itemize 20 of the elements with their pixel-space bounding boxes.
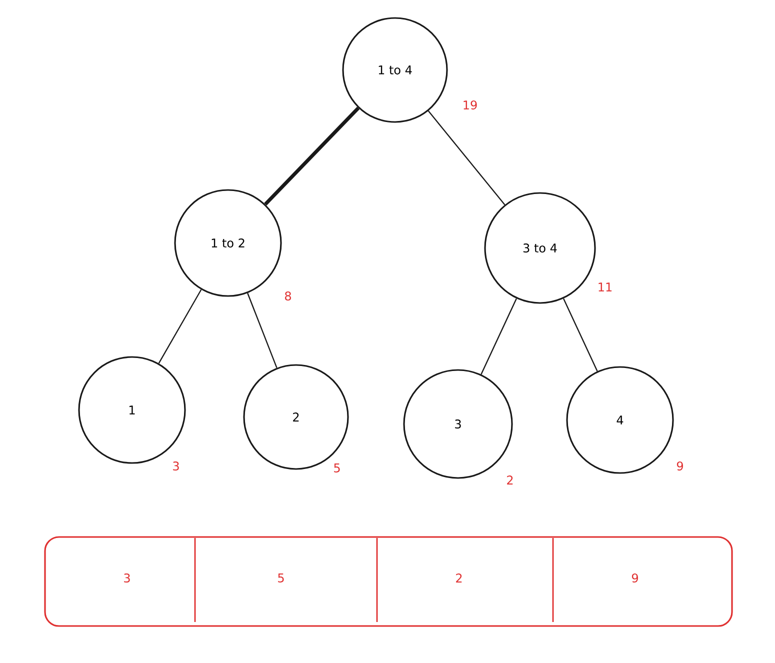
node-value: 11 (598, 282, 612, 292)
node-value: 19 (464, 100, 477, 110)
tree-node: 1 to 2 (174, 189, 282, 297)
tree-node: 3 to 4 (484, 192, 596, 304)
node-value: 8 (285, 291, 291, 301)
tree-node: 4 (566, 366, 674, 474)
tree-edge (563, 298, 598, 372)
array-value: 2 (456, 574, 462, 582)
tree-node: 1 to 4 (342, 17, 448, 123)
tree-edge (264, 106, 360, 206)
array-value: 3 (124, 573, 130, 583)
tree-edge (247, 292, 278, 368)
array-value: 5 (278, 574, 284, 582)
node-value: 5 (334, 464, 340, 472)
node-value: 3 (173, 461, 179, 471)
node-value: 9 (676, 461, 683, 471)
tree-edge (428, 110, 506, 206)
array-value: 9 (632, 573, 638, 583)
tree-edge (158, 289, 202, 364)
tree-edge (480, 298, 517, 375)
